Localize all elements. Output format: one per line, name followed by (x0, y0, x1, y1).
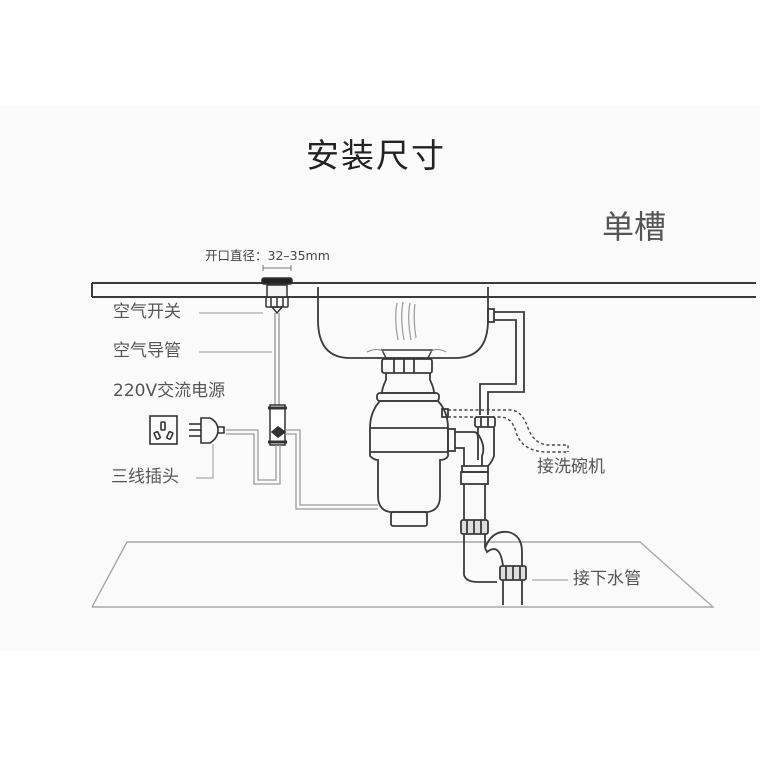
plug-label: 三线插头 (111, 467, 179, 487)
countertop (91, 282, 756, 298)
sink-type-label: 单槽 (602, 208, 667, 246)
dishwasher-inlet-pipe (479, 308, 525, 415)
power-supply-label: 220V交流电源 (113, 381, 226, 401)
opening-dimension-label: 开口直径：32–35mm (205, 248, 330, 263)
leader-lines (196, 312, 568, 581)
drain-pipe-icon (460, 416, 527, 605)
air-tube (274, 313, 280, 405)
page-title: 安装尺寸 (306, 136, 446, 175)
sink-bowl-icon (317, 287, 489, 359)
air-switch-icon (261, 265, 293, 315)
garbage-disposer-icon (369, 358, 479, 527)
three-pin-plug-icon (189, 417, 225, 444)
control-box-icon (268, 404, 287, 446)
power-cable (226, 429, 378, 510)
wall-socket-icon (149, 415, 178, 445)
diagram-panel (0, 106, 760, 651)
air-tube-label: 空气导管 (113, 341, 181, 361)
floor-outline (91, 541, 715, 608)
dishwasher-label: 接洗碗机 (537, 457, 605, 477)
dishwasher-hose (448, 409, 569, 453)
drain-label: 接下水管 (573, 569, 641, 589)
air-switch-label: 空气开关 (113, 302, 181, 322)
